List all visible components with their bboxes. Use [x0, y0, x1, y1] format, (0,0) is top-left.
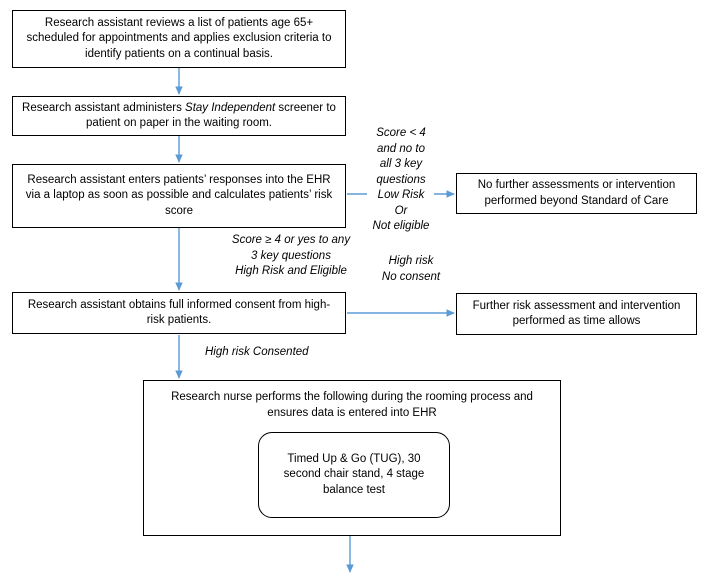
node-step4[interactable]: Research assistant obtains full informed…: [12, 292, 346, 334]
node-step4-label: Research assistant obtains full informed…: [27, 298, 331, 327]
edge-label-high-risk-no-consent: High risk No consent: [381, 255, 441, 283]
node-step5-assessments[interactable]: Timed Up & Go (TUG), 30 second chair sta…: [258, 432, 450, 518]
node-step2-text-italic: Stay Independent: [185, 101, 276, 114]
edge-label-high-risk-consented: High risk Consented: [205, 346, 309, 358]
node-step2-text-after: screener to patient on paper in the wait…: [85, 101, 336, 130]
node-step2-text-before: Research assistant administers: [22, 101, 186, 114]
node-outcome-low-risk-label: No further assessments or intervention p…: [477, 179, 676, 207]
node-step5-assessments-label: Timed Up & Go (TUG), 30 second chair sta…: [283, 452, 425, 496]
node-outcome-no-consent-label: Further risk assessment and intervention…: [472, 299, 681, 328]
node-outcome-no-consent[interactable]: Further risk assessment and intervention…: [456, 293, 697, 335]
node-step1[interactable]: Research assistant reviews a list of pat…: [12, 10, 346, 68]
edge-label-high-risk-eligible: Score ≥ 4 or yes to any 3 key questions …: [231, 234, 351, 277]
node-step1-label: Research assistant reviews a list of pat…: [26, 16, 332, 60]
node-step3-label: Research assistant enters patients’ resp…: [25, 173, 333, 217]
node-step5-label: Research nurse performs the following du…: [171, 391, 533, 419]
edge-label-low-risk: Score < 4 and no to all 3 key questions …: [372, 127, 430, 232]
node-outcome-low-risk[interactable]: No further assessments or intervention p…: [456, 173, 697, 214]
node-step3[interactable]: Research assistant enters patients’ resp…: [12, 164, 346, 228]
node-step2-label: Research assistant administers Stay Inde…: [21, 101, 337, 132]
node-step2[interactable]: Research assistant administers Stay Inde…: [12, 96, 346, 136]
